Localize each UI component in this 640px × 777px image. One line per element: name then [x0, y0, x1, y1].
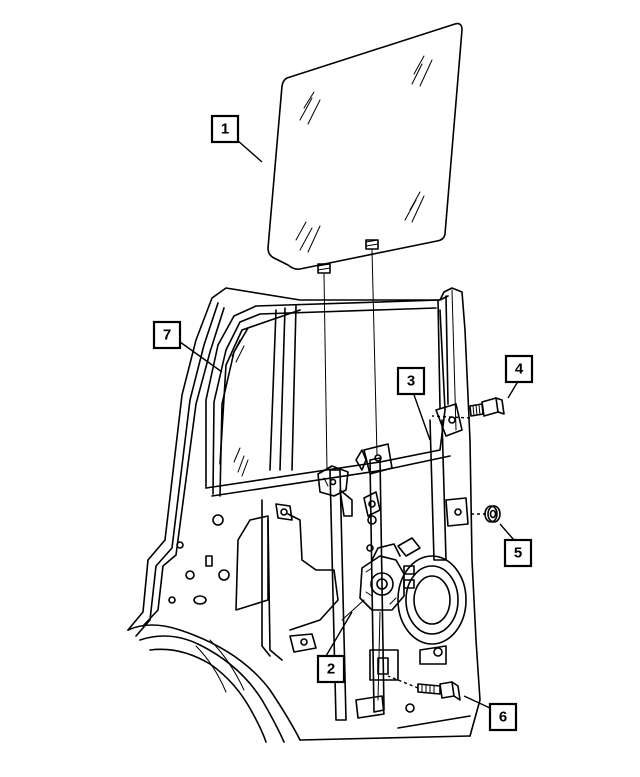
callout-label-5: 5	[514, 545, 522, 562]
nut-part-5	[484, 505, 501, 523]
door-inner-panel	[127, 287, 481, 743]
callout-6: 6	[488, 702, 518, 732]
callout-2: 2	[316, 654, 346, 684]
callout-label-1: 1	[221, 121, 229, 138]
callout-label-6: 6	[499, 709, 507, 726]
door-glass	[267, 22, 463, 274]
callout-label-3: 3	[407, 373, 415, 390]
callout-label-7: 7	[163, 327, 171, 344]
callout-label-4: 4	[515, 361, 524, 378]
glass-run-channel	[429, 403, 469, 561]
callout-7: 7	[152, 320, 182, 350]
callout-5: 5	[503, 538, 533, 568]
bolt-part-4	[469, 397, 505, 417]
callout-4: 4	[504, 354, 534, 384]
glass-guide-lines	[323, 249, 378, 471]
callout-3: 3	[396, 366, 426, 396]
callout-1: 1	[210, 114, 240, 144]
window-regulator	[275, 443, 421, 721]
bolt-part-6	[417, 681, 461, 701]
callout-label-2: 2	[327, 661, 335, 678]
